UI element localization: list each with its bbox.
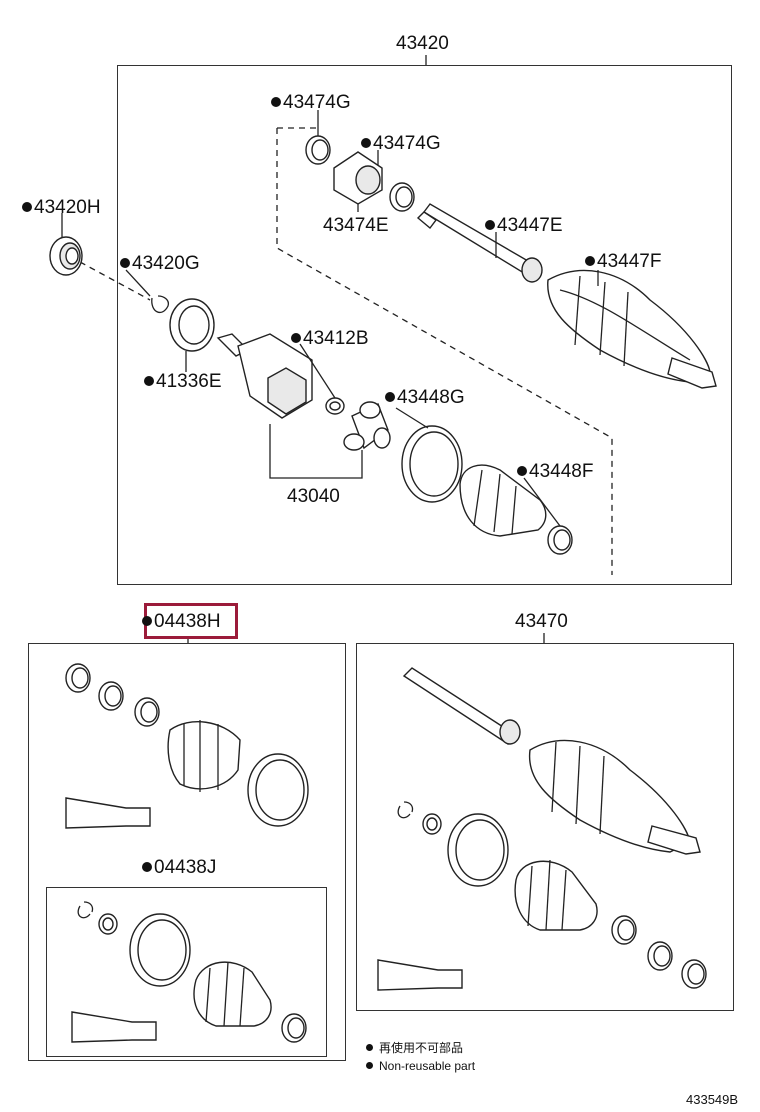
ring-43474g-b	[389, 182, 415, 212]
kit-04438j-clamp	[281, 1013, 307, 1043]
label-43447f: 43447F	[585, 252, 661, 271]
bracket-43040	[269, 424, 363, 479]
ring-41336e	[169, 298, 215, 352]
shaft-43470-band	[447, 813, 509, 887]
label-41336e: 41336E	[144, 372, 222, 391]
assembly-43470-frame	[356, 643, 734, 1011]
label-43040: 43040	[287, 486, 340, 507]
kit-04438h-clamps	[65, 663, 160, 727]
kit-04438j-boot	[193, 961, 272, 1027]
non-reusable-dot	[142, 616, 152, 626]
label-43474g-a: 43474G	[271, 93, 351, 112]
non-reusable-dot	[517, 466, 527, 476]
non-reusable-dot	[485, 220, 495, 230]
non-reusable-dot	[142, 862, 152, 872]
legend-dot	[366, 1062, 373, 1069]
grease-tube-04438j	[71, 1011, 157, 1043]
label-43420h: 43420H	[22, 198, 101, 217]
inner-group-outline-left	[276, 128, 613, 575]
non-reusable-dot	[585, 256, 595, 266]
non-reusable-dot	[22, 202, 32, 212]
label-43474e: 43474E	[323, 215, 389, 236]
label-43470: 43470	[515, 611, 568, 632]
diagram-code: 433549B	[686, 1092, 739, 1107]
label-43420: 43420	[396, 33, 449, 54]
dash-43420h	[79, 261, 151, 301]
ring-43474g-a	[305, 135, 331, 165]
shaft-43470-ring	[422, 813, 442, 835]
snap-ring-43420g	[151, 295, 170, 314]
non-reusable-dot	[291, 333, 301, 343]
label-43448f: 43448F	[517, 462, 593, 481]
non-reusable-dot	[144, 376, 154, 386]
label-04438h[interactable]: 04438H	[142, 612, 221, 631]
label-43448g: 43448G	[385, 388, 465, 407]
label-43474g-b: 43474G	[361, 134, 441, 153]
kit-04438h-boot	[167, 720, 241, 792]
snap-ring-43412b	[325, 397, 345, 415]
label-43420g: 43420G	[120, 254, 200, 273]
kit-04438j-ring	[98, 913, 118, 935]
shaft-43470-clamps	[611, 915, 707, 989]
kit-04438j-band	[129, 913, 191, 987]
non-reusable-dot	[385, 392, 395, 402]
label-43412b: 43412B	[291, 329, 369, 348]
tripod-joint	[343, 401, 391, 451]
inboard-boot	[459, 464, 547, 537]
label-43447e: 43447E	[485, 216, 563, 235]
kit-04438j-snap-ring	[77, 901, 94, 919]
drive-shaft-outer	[416, 203, 717, 389]
grease-tube-04438h	[65, 797, 151, 829]
shaft-43470-snap-ring	[397, 801, 414, 819]
clamp-43448f	[547, 525, 573, 555]
drive-shaft-43470	[402, 667, 701, 855]
band-43448g	[401, 425, 463, 503]
non-reusable-dot	[271, 97, 281, 107]
legend-dot	[366, 1044, 373, 1051]
inboard-joint-43040	[216, 333, 313, 419]
legend-line-en: Non-reusable part	[366, 1060, 475, 1072]
non-reusable-dot	[361, 138, 371, 148]
oil-seal-43420h	[49, 236, 83, 276]
grease-tube-43470	[377, 959, 463, 991]
boot-kit-04438h-frame	[28, 643, 346, 1061]
non-reusable-dot	[120, 258, 130, 268]
shaft-43470-boot	[514, 859, 598, 931]
boot-kit-04438j-frame	[46, 887, 327, 1057]
kit-04438h-band	[247, 753, 309, 827]
label-04438j: 04438J	[142, 858, 216, 877]
assembly-43420-frame	[117, 65, 732, 585]
damper-43474e	[333, 151, 383, 205]
legend-line-ja: 再使用不可部品	[366, 1042, 463, 1054]
